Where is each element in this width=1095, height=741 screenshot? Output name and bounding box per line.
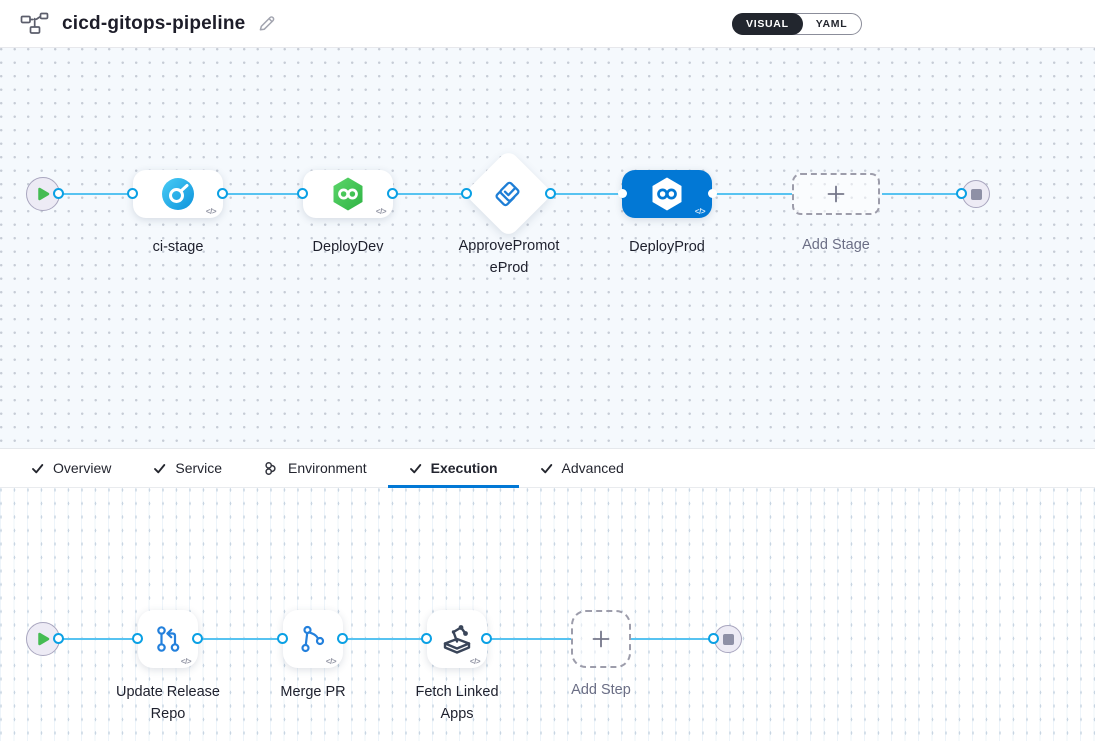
execution-canvas: </> </> </> bbox=[0, 488, 1095, 741]
connector-port bbox=[545, 188, 556, 199]
connector-port bbox=[618, 189, 627, 198]
connector-port bbox=[53, 633, 64, 644]
stage-label: ci-stage bbox=[152, 239, 204, 255]
approval-icon bbox=[495, 180, 520, 206]
connector-port bbox=[421, 633, 432, 644]
step-node-update-release-repo[interactable]: </> bbox=[138, 610, 198, 668]
connector-wire bbox=[343, 638, 427, 640]
stage-label: Add Stage bbox=[802, 237, 870, 253]
environment-icon bbox=[265, 461, 276, 475]
play-icon bbox=[37, 187, 49, 201]
connector-wire bbox=[487, 638, 571, 640]
connector-port bbox=[461, 188, 472, 199]
check-icon bbox=[409, 463, 421, 473]
check-icon bbox=[154, 463, 166, 473]
add-step-button[interactable] bbox=[571, 610, 631, 668]
tab-environment[interactable]: Environment bbox=[243, 449, 388, 487]
stage-canvas: </> </> bbox=[0, 48, 1095, 448]
connector-wire bbox=[551, 193, 622, 195]
plus-icon bbox=[592, 630, 610, 648]
cd-hexagon-icon bbox=[333, 177, 363, 211]
connector-port bbox=[192, 633, 203, 644]
connector-wire bbox=[393, 193, 467, 195]
connector-port bbox=[708, 633, 719, 644]
connector-port bbox=[217, 188, 228, 199]
add-stage-button[interactable] bbox=[792, 173, 880, 215]
check-icon bbox=[32, 463, 44, 473]
connector-wire bbox=[223, 193, 303, 195]
pipeline-icon bbox=[20, 12, 50, 35]
connector-port bbox=[708, 189, 717, 198]
connector-wire bbox=[631, 638, 714, 640]
step-label: Add Step bbox=[571, 682, 631, 698]
connector-port bbox=[956, 188, 967, 199]
connector-wire bbox=[712, 193, 792, 195]
connector-port bbox=[337, 633, 348, 644]
stage-node-ci-stage[interactable]: </> bbox=[133, 170, 223, 218]
code-badge-icon: </> bbox=[469, 657, 481, 666]
yaml-toggle-button[interactable]: YAML bbox=[815, 18, 848, 30]
connector-port bbox=[277, 633, 288, 644]
header: cicd-gitops-pipeline VISUAL YAML bbox=[0, 0, 1095, 48]
tab-overview[interactable]: Overview bbox=[10, 449, 132, 487]
fetch-apps-icon bbox=[443, 625, 471, 654]
ci-stage-icon bbox=[162, 178, 194, 210]
stage-node-deploydev[interactable]: </> bbox=[303, 170, 393, 218]
plus-icon bbox=[827, 185, 845, 203]
stage-label: DeployProd bbox=[629, 239, 705, 255]
check-icon bbox=[540, 463, 552, 473]
git-update-icon bbox=[157, 626, 180, 652]
connector-wire bbox=[198, 638, 283, 640]
edit-pencil-icon[interactable] bbox=[255, 12, 278, 35]
code-badge-icon: </> bbox=[325, 657, 337, 666]
play-icon bbox=[37, 632, 49, 646]
tab-service[interactable]: Service bbox=[132, 449, 243, 487]
connector-port bbox=[481, 633, 492, 644]
step-node-fetch-linked-apps[interactable]: </> bbox=[427, 610, 487, 668]
tab-advanced[interactable]: Advanced bbox=[519, 449, 645, 487]
code-badge-icon: </> bbox=[180, 657, 192, 666]
connector-port bbox=[387, 188, 398, 199]
stage-node-deployprod[interactable]: </> bbox=[622, 170, 712, 218]
stop-icon bbox=[722, 633, 734, 645]
visual-toggle-button[interactable]: VISUAL bbox=[732, 13, 803, 35]
step-label: Merge PR bbox=[280, 684, 346, 700]
code-badge-icon: </> bbox=[375, 207, 387, 216]
stage-node-approvepromoteprod[interactable] bbox=[463, 148, 554, 239]
connector-wire bbox=[59, 193, 133, 195]
tab-execution[interactable]: Execution bbox=[387, 449, 519, 488]
connector-port bbox=[297, 188, 308, 199]
stop-icon bbox=[970, 188, 982, 200]
connector-port bbox=[132, 633, 143, 644]
stage-label: DeployDev bbox=[312, 239, 384, 255]
code-badge-icon: </> bbox=[205, 207, 217, 216]
step-node-merge-pr[interactable]: </> bbox=[283, 610, 343, 668]
cd-hexagon-icon bbox=[652, 177, 682, 211]
connector-port bbox=[127, 188, 138, 199]
connector-port bbox=[53, 188, 64, 199]
view-toggle: VISUAL YAML bbox=[732, 13, 863, 35]
git-merge-icon bbox=[301, 625, 325, 653]
connector-wire bbox=[882, 193, 962, 195]
code-badge-icon: </> bbox=[694, 207, 706, 216]
config-tabs: Overview Service Environment Execution A… bbox=[0, 448, 1095, 488]
connector-wire bbox=[59, 638, 138, 640]
page-title: cicd-gitops-pipeline bbox=[62, 12, 246, 34]
